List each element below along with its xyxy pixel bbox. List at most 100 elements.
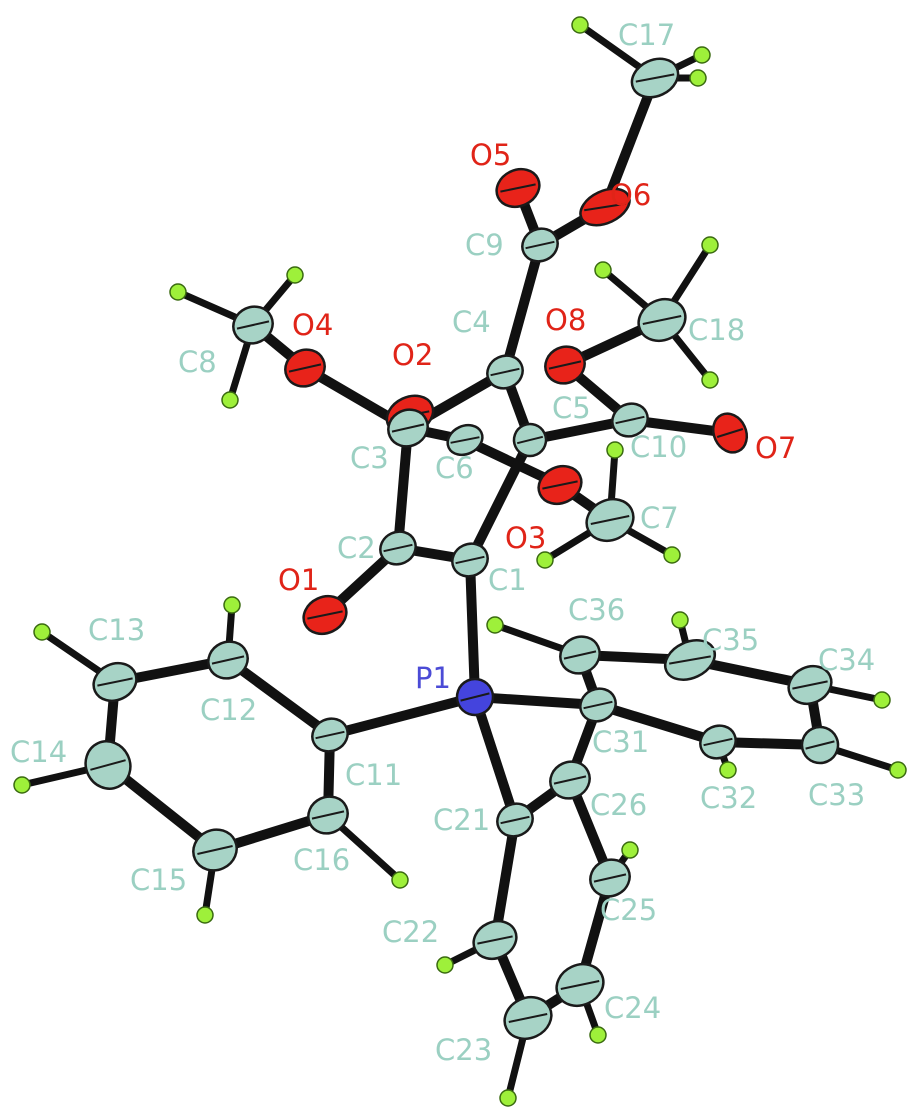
bond-C17-O6: [600, 73, 660, 212]
atom-label-o3: O3: [505, 521, 546, 555]
hydrogen-atom: [606, 441, 624, 459]
atom-c6-axis: [450, 436, 480, 444]
atom-label-c36: C36: [568, 593, 625, 627]
atom-label-c26: C26: [590, 788, 647, 822]
atom-c10-axis: [615, 415, 645, 425]
hydrogen-atom: [889, 761, 907, 779]
atom-c3-axis: [391, 423, 425, 433]
hydrogen-atom: [671, 611, 689, 629]
atom-label-p1: P1: [415, 661, 451, 695]
atom-c35-axis: [669, 655, 711, 665]
atom-label-c10: C10: [630, 430, 687, 464]
atom-o3-axis: [542, 480, 578, 490]
hydrogen-atom: [196, 906, 214, 924]
atom-o5-axis: [500, 183, 536, 193]
hydrogen-atom: [719, 761, 737, 779]
atom-c15-axis: [197, 845, 233, 855]
atom-label-o6: O6: [610, 178, 651, 212]
hydrogen-atom: [486, 616, 504, 634]
atom-label-c11: C11: [345, 758, 402, 792]
atom-c4-axis: [490, 367, 520, 377]
bond-P1-C31: [470, 692, 603, 710]
hydrogen-atom: [594, 261, 612, 279]
atom-label-c8: C8: [178, 345, 217, 379]
atom-c32-axis: [703, 737, 733, 747]
hydrogen-atom: [701, 371, 719, 389]
atom-label-c9: C9: [465, 228, 504, 262]
atom-c22-axis: [477, 935, 513, 945]
atom-label-c23: C23: [435, 1033, 492, 1067]
hydrogen-atom: [621, 841, 639, 859]
atom-label-c2: C2: [337, 531, 376, 565]
hydrogen-atom: [33, 623, 51, 641]
bond-C5-C1: [465, 435, 535, 565]
hydrogen-atom: [169, 283, 187, 301]
atom-label-o7: O7: [755, 431, 796, 465]
hydrogen-atom: [589, 1026, 607, 1044]
atom-label-c31: C31: [592, 725, 649, 759]
atom-c24-axis: [560, 980, 600, 990]
atom-label-o2: O2: [392, 338, 433, 372]
atom-c34-axis: [792, 680, 828, 690]
atom-c1-axis: [455, 555, 485, 565]
hydrogen-atom: [873, 691, 891, 709]
hydrogen-atom: [701, 236, 719, 254]
atom-c25-axis: [593, 873, 627, 883]
atom-label-o5: O5: [470, 138, 511, 172]
atom-label-c33: C33: [808, 778, 865, 812]
bond-P1-C21: [470, 692, 520, 825]
atom-c18-axis: [642, 315, 682, 325]
atom-label-o4: O4: [292, 308, 333, 342]
atom-c33-axis: [805, 740, 835, 750]
atom-p1-axis: [460, 692, 490, 702]
bond-C9-C4: [500, 240, 545, 377]
atom-c21-axis: [500, 815, 530, 825]
atom-o4-axis: [288, 363, 322, 373]
hydrogen-atom: [221, 391, 239, 409]
atom-c26-axis: [553, 775, 587, 785]
bond-C1-P1: [465, 555, 480, 702]
atom-label-c12: C12: [200, 693, 257, 727]
atom-label-c35: C35: [702, 623, 759, 657]
atom-label-c17: C17: [618, 18, 675, 52]
atoms-layer: [13, 16, 907, 1107]
atom-c13-axis: [97, 677, 133, 687]
atom-label-c22: C22: [382, 915, 439, 949]
hydrogen-atom: [571, 16, 589, 34]
atom-c11-axis: [315, 730, 345, 740]
bond-P1-C11: [325, 692, 480, 740]
atom-label-c5: C5: [552, 391, 591, 425]
bond-C32-C31: [593, 700, 723, 747]
atom-label-c1: C1: [488, 563, 527, 597]
hydrogen-atom: [13, 776, 31, 794]
atom-label-c14: C14: [10, 735, 67, 769]
atom-c36-axis: [563, 650, 597, 660]
atom-label-o8: O8: [545, 303, 586, 337]
atom-label-c15: C15: [130, 863, 187, 897]
atom-label-c16: C16: [293, 843, 350, 877]
hydrogen-atom: [499, 1089, 517, 1107]
atom-label-o1: O1: [278, 563, 319, 597]
atom-label-c24: C24: [604, 991, 661, 1025]
atom-c17-axis: [635, 73, 675, 83]
atom-c5-axis: [516, 435, 544, 445]
atom-o1-axis: [307, 610, 343, 620]
hydrogen-atom: [693, 46, 711, 64]
atom-label-c18: C18: [688, 313, 745, 347]
atom-label-c13: C13: [88, 613, 145, 647]
atom-label-c7: C7: [640, 501, 679, 535]
atom-c9-axis: [525, 240, 555, 250]
atom-c2-axis: [383, 543, 413, 553]
atom-c8-axis: [236, 320, 270, 330]
atom-c16-axis: [311, 810, 345, 820]
atom-c14-axis: [90, 759, 126, 771]
atom-c7-axis: [590, 515, 630, 525]
atom-label-c32: C32: [700, 781, 757, 815]
atom-o8-axis: [548, 360, 582, 370]
atom-label-c21: C21: [433, 803, 490, 837]
atom-o7-axis: [716, 428, 744, 438]
hydrogen-atom: [663, 546, 681, 564]
